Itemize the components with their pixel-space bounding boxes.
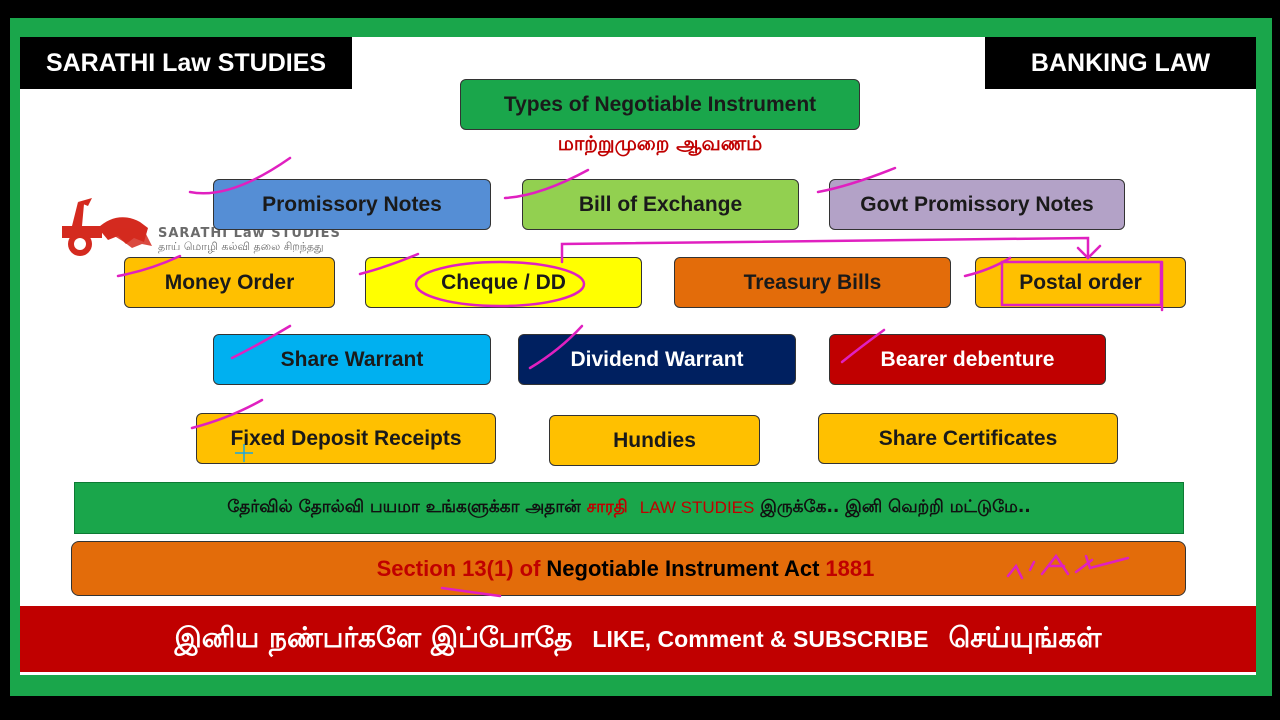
cheque-dd-box: Cheque / DD	[365, 257, 642, 308]
subscribe-footer: இனிய நண்பர்களே இப்போதே LIKE, Comment & S…	[20, 606, 1256, 672]
subject-title: BANKING LAW	[985, 37, 1256, 89]
treasury-bills-box: Treasury Bills	[674, 257, 951, 308]
banner-text-2: இருக்கே.. இனி வெற்றி மட்டுமே..	[760, 497, 1031, 517]
share-warrant-box: Share Warrant	[213, 334, 491, 385]
banner-text-1: தேர்வில் தோல்வி பயமா உங்களுக்கா அதான்	[227, 497, 581, 517]
footer-tamil-1: இனிய நண்பர்களே இப்போதே	[174, 620, 573, 654]
chariot-logo-icon	[62, 198, 152, 256]
banner-highlight-2: LAW STUDIES	[639, 498, 755, 517]
channel-title: SARATHI Law STUDIES	[20, 37, 352, 89]
govt-promissory-notes-box: Govt Promissory Notes	[829, 179, 1125, 230]
slide-title: Types of Negotiable Instrument	[460, 79, 860, 130]
act-year: 1881	[825, 555, 875, 581]
section-number: Section 13(1) of	[376, 555, 541, 581]
postal-order-box: Postal order	[975, 257, 1186, 308]
act-name: Negotiable Instrument Act	[546, 555, 820, 581]
logo-tagline: தாய் மொழி கல்வி தலை சிறந்தது	[158, 240, 324, 253]
footer-tamil-2: செய்யுங்கள்	[948, 620, 1102, 654]
fixed-deposit-receipts-box: Fixed Deposit Receipts	[196, 413, 496, 464]
footer-call-to-action: LIKE, Comment & SUBSCRIBE	[592, 625, 929, 652]
money-order-box: Money Order	[124, 257, 335, 308]
bearer-debenture-box: Bearer debenture	[829, 334, 1106, 385]
section-reference: Section 13(1) of Negotiable Instrument A…	[71, 541, 1186, 596]
bill-of-exchange-box: Bill of Exchange	[522, 179, 799, 230]
tamil-subtitle: மாற்றுமுறை ஆவணம்	[557, 131, 763, 155]
tamil-banner: தேர்வில் தோல்வி பயமா உங்களுக்கா அதான் சா…	[74, 482, 1184, 534]
promissory-notes-box: Promissory Notes	[213, 179, 491, 230]
hundies-box: Hundies	[549, 415, 760, 466]
dividend-warrant-box: Dividend Warrant	[518, 334, 796, 385]
share-certificates-box: Share Certificates	[818, 413, 1118, 464]
banner-highlight-1: சாரதி	[586, 497, 628, 517]
